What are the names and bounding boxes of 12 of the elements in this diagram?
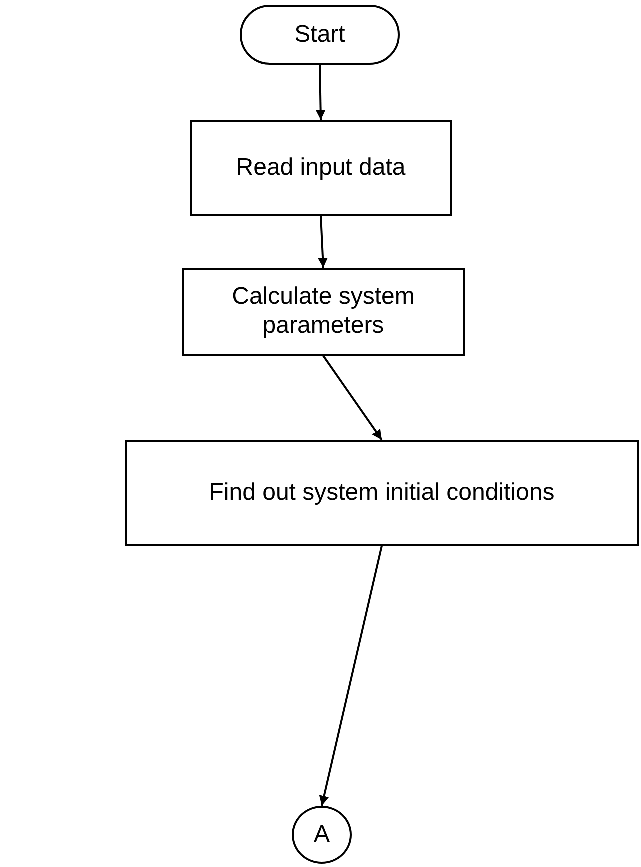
arrow <box>322 355 383 441</box>
arrow <box>318 216 328 268</box>
arrow <box>319 546 383 806</box>
node-label: Start <box>294 20 346 50</box>
node-label: Calculate system parameters <box>231 283 416 341</box>
process-box <box>182 268 465 356</box>
process-box <box>125 440 639 546</box>
arrow <box>316 64 326 120</box>
process-box <box>190 120 452 216</box>
node-label: Read input data <box>236 154 406 182</box>
node-label: Find out system initial conditions <box>209 478 555 508</box>
node-label: A <box>314 820 330 850</box>
